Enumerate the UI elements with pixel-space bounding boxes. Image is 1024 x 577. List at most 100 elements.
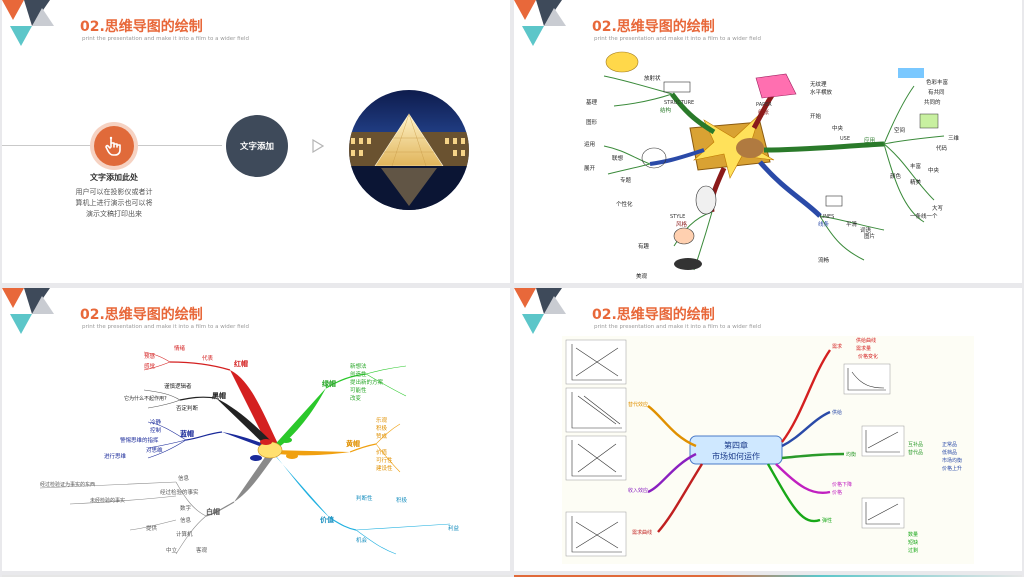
branch-item: 感觉 xyxy=(144,362,156,370)
caption-title: 文字添加此处 xyxy=(90,173,138,182)
map-label: 结构 xyxy=(660,106,672,114)
branch-label: 市场均衡 xyxy=(942,457,962,464)
branch-label: 低档品 xyxy=(942,449,957,456)
map-label: 专题 xyxy=(620,176,632,184)
map-label: 大写 xyxy=(932,204,944,212)
branch-item: 提供 xyxy=(146,524,158,532)
map-label: 丰富 xyxy=(910,162,922,170)
corner-triangles-decoration xyxy=(2,0,54,46)
branch-label: 价格变化 xyxy=(858,353,878,360)
slide-4[interactable]: 02.思维导图的绘制 print the presentation and ma… xyxy=(514,288,1022,571)
map-label: 美观 xyxy=(636,272,648,280)
map-label: 平滑 xyxy=(846,220,858,228)
center-subtitle: 市场如何运作 xyxy=(712,451,760,461)
branch-item: 乐观 xyxy=(376,417,388,424)
map-label: 基理 xyxy=(586,98,598,106)
branch-label: 替代效应 xyxy=(628,401,648,408)
branch-item: 价值 xyxy=(376,448,388,456)
next-slide-peek-left xyxy=(2,575,510,577)
branch-item: 未经检验的事实 xyxy=(90,497,125,504)
branch-item: 谨慎逻辑者 xyxy=(164,382,192,390)
page-title: 02.思维导图的绘制 xyxy=(80,307,203,323)
map-label: STYLE xyxy=(670,214,685,220)
branch-item: 经过检验的事实 xyxy=(160,488,199,496)
map-label: 精美 xyxy=(910,178,922,186)
page-title: 02.思维导图的绘制 xyxy=(592,307,715,323)
slide-2[interactable]: 02.思维导图的绘制 print the presentation and ma… xyxy=(514,0,1022,283)
branch-label: 均衡 xyxy=(846,451,856,458)
branch-item: 警惕思维的指挥 xyxy=(120,436,159,444)
map-label: 共同的 xyxy=(924,98,941,106)
branch-item: 客观 xyxy=(196,546,208,554)
branch-label: 需求 xyxy=(832,343,842,350)
corner-triangles-decoration xyxy=(514,288,566,334)
branch-item: 信息 xyxy=(180,516,192,524)
corner-triangles-decoration xyxy=(2,288,54,334)
map-label: 风格 xyxy=(676,220,688,228)
hand-pointer-icon xyxy=(105,136,121,156)
branch-item: 机会 xyxy=(356,536,368,544)
map-label: 代码 xyxy=(936,144,948,152)
play-arrow-icon xyxy=(312,139,324,153)
branch-label: 数量 xyxy=(908,531,918,538)
branch-label: 收入效应 xyxy=(628,487,648,494)
branch-label: 弹性 xyxy=(822,517,832,524)
map-label: 放射状 xyxy=(644,74,661,82)
map-label: 一条线一个 xyxy=(910,212,938,220)
map-label: USE xyxy=(840,136,850,142)
branch-label: 过剩 xyxy=(908,547,918,554)
map-label: 颜色 xyxy=(890,172,902,180)
map-label: 个性化 xyxy=(616,200,633,208)
map-label: 中央 xyxy=(928,166,940,174)
caption-line: 用户可以在投影仪或者计 xyxy=(75,188,153,196)
map-label: 词语 xyxy=(860,226,872,234)
branch-label: 需求量 xyxy=(856,345,871,352)
branch-item: 利益 xyxy=(448,524,460,532)
branch-label: 互补品 xyxy=(908,441,923,448)
map-label: 线条 xyxy=(818,220,830,228)
branch-label: 绿帽 xyxy=(322,379,336,388)
branch-item: 控制 xyxy=(150,426,162,434)
caption-body: 用户可以在投影仪或者计 算机上进行演示也可以将 演示文稿打印出来 xyxy=(64,187,164,220)
map-label: 中央 xyxy=(832,124,844,132)
map-label: 流畅 xyxy=(818,256,830,264)
branch-item: 积极 xyxy=(376,424,388,432)
branch-item: 冷静 xyxy=(150,418,162,426)
map-label: 运用 xyxy=(584,140,595,148)
branch-item: 赞成 xyxy=(376,432,388,440)
center-title: 第四章 xyxy=(724,440,748,450)
branch-item: 可行性 xyxy=(376,456,393,464)
branch-item: 预感 xyxy=(144,352,156,360)
branch-item: 代表 xyxy=(202,354,214,362)
branch-item: 对思维 xyxy=(146,446,163,454)
branch-label: 替代品 xyxy=(908,449,923,456)
branch-item: 建设性 xyxy=(376,464,393,472)
branch-item: 中立 xyxy=(166,546,178,554)
map-label: 展开 xyxy=(584,165,596,172)
page-title: 02.思维导图的绘制 xyxy=(592,19,715,35)
branch-label: 正常品 xyxy=(942,441,957,448)
map-label: 联想 xyxy=(612,154,624,162)
branch-label: 短缺 xyxy=(908,539,918,546)
slide-1[interactable]: 02.思维导图的绘制 print the presentation and ma… xyxy=(2,0,510,283)
map-label: 应用 xyxy=(864,136,875,144)
branch-label: 蓝帽 xyxy=(180,429,194,438)
branch-label: 需求曲线 xyxy=(632,529,652,536)
branch-item: 信息 xyxy=(178,474,190,482)
branch-item: 否定判断 xyxy=(176,404,199,412)
slide-3[interactable]: 02.思维导图的绘制 print the presentation and ma… xyxy=(2,288,510,571)
branch-item: 提出新的方案 xyxy=(350,378,384,386)
branch-item: 经过检验证为事实的东西 xyxy=(40,481,95,488)
map-label: 无纹理 xyxy=(810,80,827,88)
branch-label: 白帽 xyxy=(206,507,220,516)
map-label: 纸张 xyxy=(758,108,770,116)
branch-label: 价格 xyxy=(832,489,842,496)
map-label: 水平横放 xyxy=(810,88,833,96)
page-title: 02.思维导图的绘制 xyxy=(80,19,203,35)
map-label: 有共同 xyxy=(928,88,945,96)
text-add-circle[interactable]: 文字添加 xyxy=(226,115,288,177)
branch-item: 它为什么不起作用? xyxy=(124,395,167,402)
louvre-pyramid-photo xyxy=(349,90,469,210)
market-mindmap: 第四章 市场如何运作 需求 xyxy=(562,336,974,564)
six-hats-mindmap: 红帽 情绪 代表 预感 感觉 黑帽 谨慎逻辑者 它为什么不起作用? 否定判断 蓝… xyxy=(39,344,460,555)
